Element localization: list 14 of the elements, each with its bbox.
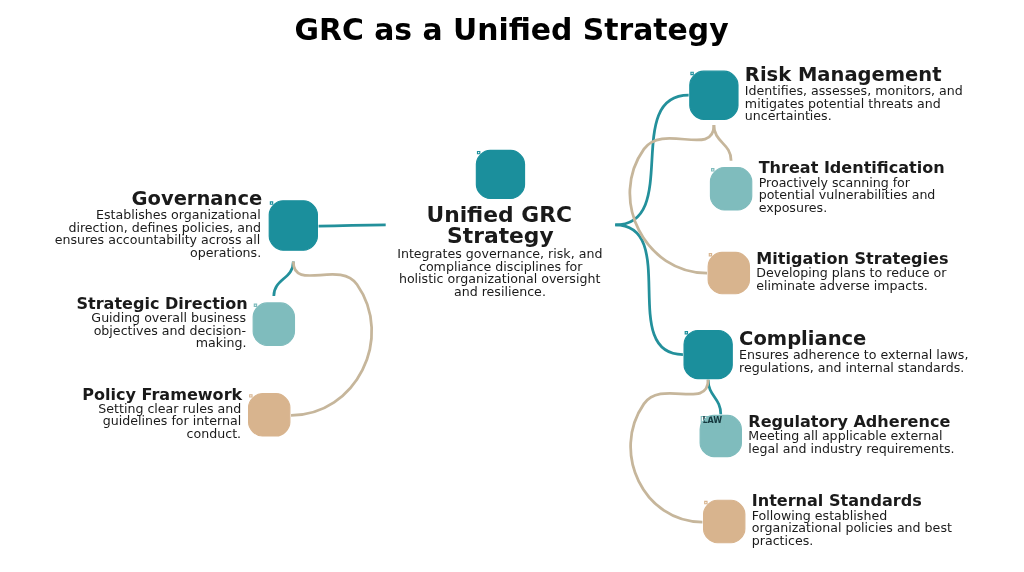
- connector: [614, 223, 683, 356]
- connector: [712, 124, 732, 161]
- node-label: Unified GRC Strategy: [425, 201, 572, 249]
- node-label: Strategic Direction: [75, 293, 248, 313]
- connector: [318, 223, 386, 228]
- connector: [628, 124, 715, 275]
- connector: [706, 379, 722, 415]
- connector: [614, 93, 689, 227]
- diagram-title: GRC as a Unified Strategy: [293, 11, 729, 47]
- connector: [290, 261, 373, 417]
- node-label: Policy Framework: [81, 384, 242, 404]
- connector: [628, 379, 709, 524]
- node-label: Compliance: [738, 326, 866, 350]
- node-label: Risk Management: [744, 63, 941, 86]
